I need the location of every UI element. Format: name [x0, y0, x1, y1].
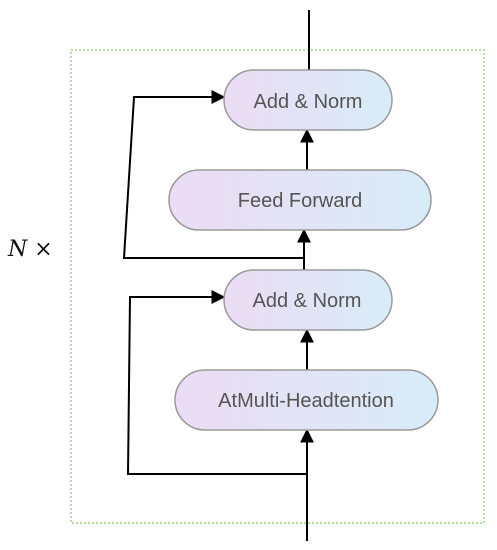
add-norm-top-node: Add & Norm: [223, 69, 393, 131]
add-norm-bottom-label: Add & Norm: [253, 290, 362, 312]
attention-node: AtMulti-Headtention: [174, 369, 439, 431]
attention-label: AtMulti-Headtention: [218, 390, 394, 412]
residual-connection-bottom: [126, 290, 307, 475]
feed-forward-label: Feed Forward: [238, 190, 363, 212]
add-norm-bottom-node: Add & Norm: [223, 269, 393, 331]
repeat-count-label: N ×: [7, 237, 53, 262]
feed-forward-node: Feed Forward: [168, 169, 432, 231]
residual-connection-top: [122, 90, 304, 259]
add-norm-top-label: Add & Norm: [254, 91, 363, 113]
repeat-block-frame: [70, 49, 485, 524]
